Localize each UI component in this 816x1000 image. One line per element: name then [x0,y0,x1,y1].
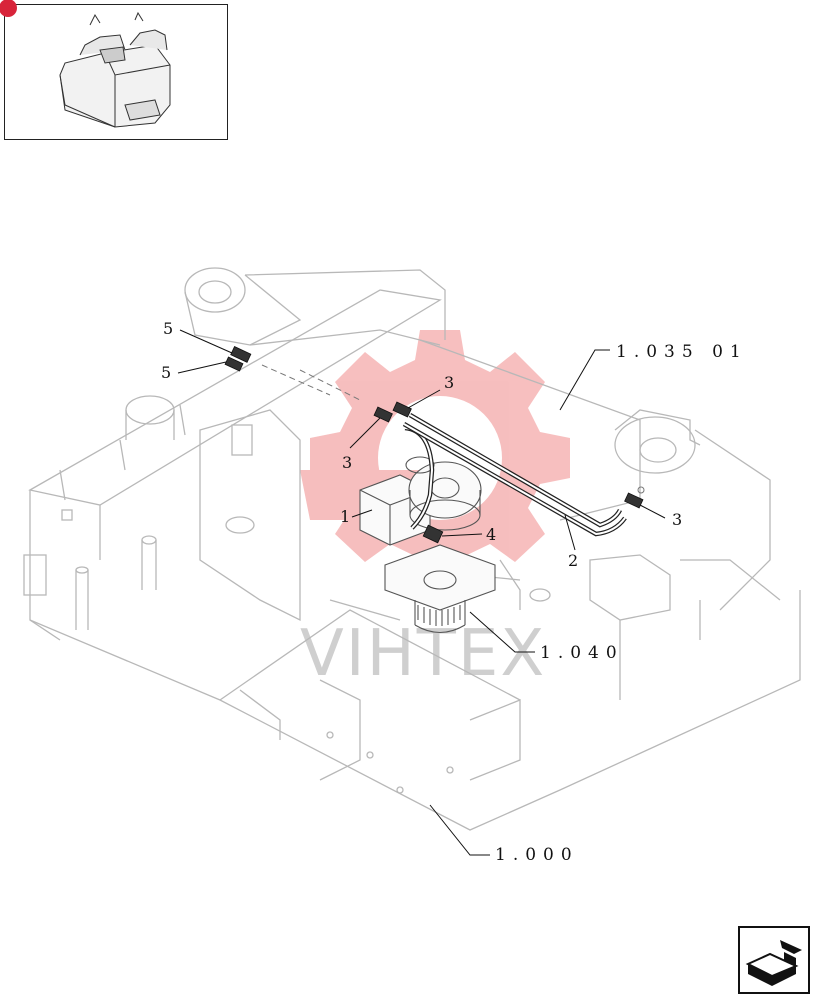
fitting-3-c [624,492,644,509]
thumbnail-frame [0,0,228,140]
thumbnail-corner-marker [0,0,17,17]
fitting-5-lower [224,356,244,372]
label-part-5-lower: 5 [161,363,171,382]
next-page-button[interactable] [738,926,810,994]
ref-label-1035-01: 1.035 01 [616,342,748,362]
leader-lines [177,329,666,856]
label-part-2: 2 [568,551,578,570]
fitting-3-b [373,406,393,423]
fittings [224,346,644,544]
label-part-4: 4 [486,525,496,544]
chassis-frame [23,267,801,831]
fitting-washer [637,486,645,494]
label-part-1: 1 [340,507,350,526]
fitting-3-a [392,401,412,418]
part-labels: 5 5 3 3 3 1 4 2 [161,319,682,570]
ref-label-1040: 1.040 [540,643,624,663]
label-part-3-right: 3 [672,510,682,529]
watermark-text: VIHTEX [300,617,546,691]
label-part-5-upper: 5 [163,319,173,338]
fitting-5-upper [230,346,252,363]
next-page-arrow-icon [745,940,802,986]
assembly-dashed-lines [261,364,361,401]
ref-label-1000: 1.000 [495,845,579,865]
hydraulic-hoses [402,413,627,537]
label-part-3-left: 3 [342,453,352,472]
reference-labels: 1.035 01 1.040 1.000 [495,342,748,865]
label-part-3-upper: 3 [444,373,454,392]
excavator-cab-icon [59,11,171,128]
fitting-4 [422,524,444,544]
